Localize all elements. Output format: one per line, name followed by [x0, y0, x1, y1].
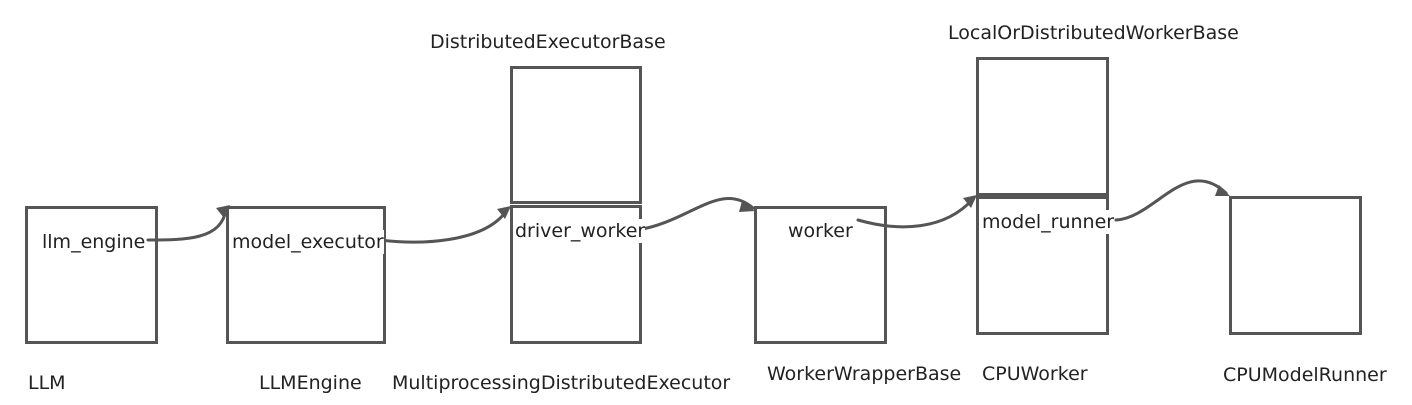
- arrowhead-executor: [497, 206, 511, 219]
- label-distributed-executor-base: DistributedExecutorBase: [430, 31, 666, 53]
- label-llm-engine: LLMEngine: [259, 372, 362, 394]
- label-llm: LLM: [28, 372, 66, 394]
- local-or-distributed-worker-base-box: [976, 57, 1109, 196]
- multiprocessing-distributed-executor-box: [510, 205, 642, 344]
- arrow-llm-engine-to-llmengine: [146, 207, 228, 242]
- arrow-model-runner-to-cpu-model-runner: [1114, 179, 1228, 222]
- arrowhead-worker-wrapper: [739, 201, 755, 212]
- field-llm-engine: llm_engine: [42, 230, 146, 254]
- field-worker: worker: [788, 219, 853, 243]
- arrowhead-cpu-model-runner: [1215, 185, 1230, 196]
- worker-wrapper-base-box: [754, 206, 887, 344]
- llm-engine-box: [226, 206, 386, 344]
- label-worker-wrapper-base: WorkerWrapperBase: [767, 363, 962, 385]
- distributed-executor-base-box: [510, 66, 642, 204]
- llm-box: [25, 206, 158, 344]
- field-model-executor: model_executor: [232, 230, 384, 254]
- arrow-model-executor-to-executor: [378, 208, 509, 244]
- cpu-worker-box: [976, 196, 1109, 335]
- label-cpu-worker: CPUWorker: [982, 363, 1088, 385]
- arrow-driver-worker-to-worker-wrapper: [635, 197, 755, 232]
- field-driver-worker: driver_worker: [515, 219, 646, 243]
- field-model-runner: model_runner: [982, 210, 1115, 234]
- cpu-model-runner-box: [1229, 196, 1362, 335]
- label-cpu-model-runner: CPUModelRunner: [1223, 364, 1387, 386]
- label-local-or-distributed-worker-base: LocalOrDistributedWorkerBase: [948, 22, 1239, 44]
- label-multiprocessing-distributed-executor: MultiprocessingDistributedExecutor: [392, 372, 731, 394]
- arrowhead-cpu-worker: [963, 195, 977, 208]
